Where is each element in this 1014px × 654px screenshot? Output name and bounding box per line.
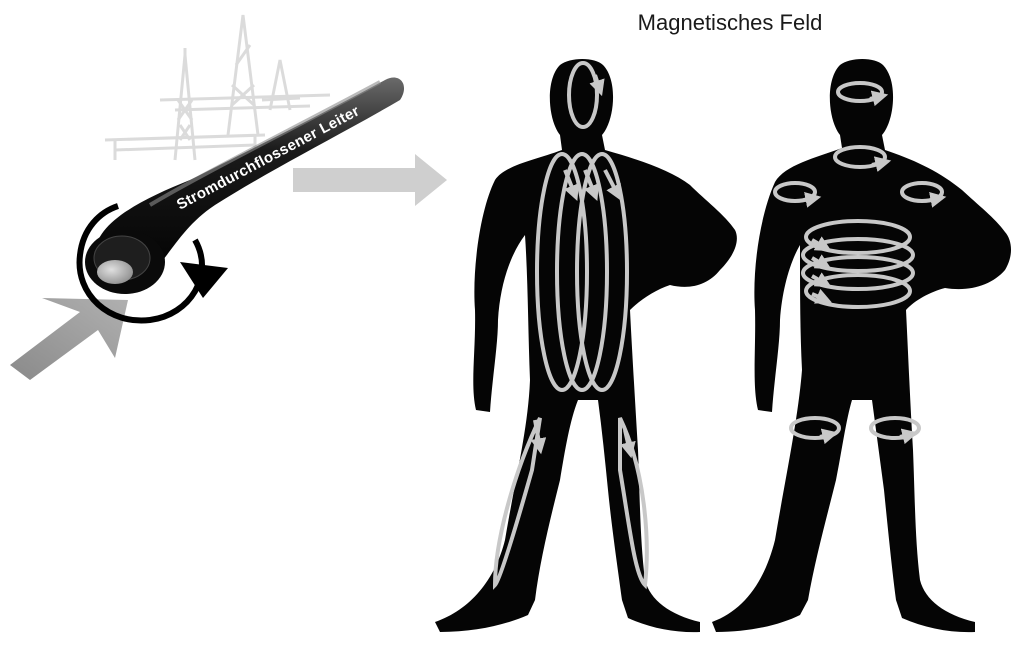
conductor-label: Stromdurchflossener Leiter bbox=[174, 103, 363, 214]
transfer-arrow bbox=[293, 154, 447, 206]
figure-vertical-field bbox=[435, 59, 737, 632]
figure-horizontal-field bbox=[712, 59, 1011, 632]
circular-arrowhead-icon bbox=[180, 262, 228, 298]
diagram-title: Magnetisches Feld bbox=[600, 10, 860, 36]
